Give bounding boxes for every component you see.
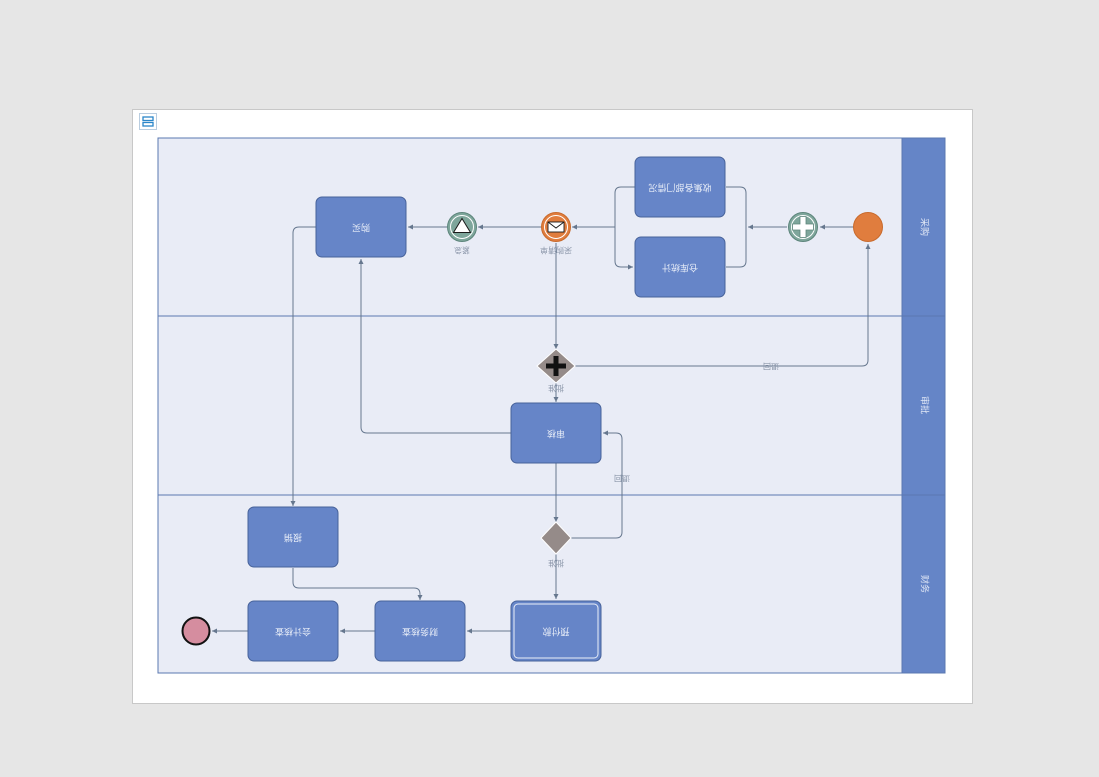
task-label: 财务核查 [402,626,438,638]
envelope-icon [547,221,565,233]
event-label-urgent: 紧急 [454,246,470,256]
plus-icon [792,216,814,238]
page-layout-icon[interactable] [139,113,157,130]
lane-label-mid: 审批 [919,396,931,414]
event-label-purchase-list: 采购清单 [540,246,572,256]
task-label: 购买 [352,222,370,234]
edge-return-bottom[interactable] [571,430,623,539]
message-event[interactable] [541,212,571,242]
edge-label-return-bottom: 退回 [614,474,630,483]
edge-return-top[interactable] [575,244,871,367]
task-accounting-check[interactable]: 会计核查 [247,600,339,662]
edge-review-to-purchase[interactable] [358,259,511,434]
edge-label-approve-mid: 批准 [548,384,564,394]
lane-header-bottom[interactable] [901,494,946,674]
triangle-icon [452,217,472,233]
task-purchase[interactable]: 购买 [315,196,407,258]
parallel-gateway[interactable] [536,348,576,384]
task-review[interactable]: 审核 [510,402,602,464]
task-label: 审核 [547,428,565,440]
task-collect-dept[interactable]: 收集各部门情况 [634,156,726,218]
edge-reimburse-to-finance[interactable] [292,568,423,600]
task-label: 会计核查 [275,626,311,638]
start-event[interactable] [853,212,883,242]
exclusive-gateway[interactable] [540,521,572,555]
parallel-gateway-event[interactable] [788,212,818,242]
edge-branch-merge-right [726,186,747,268]
task-label: 收集各部门情况 [648,182,711,194]
lane-label-top: 采购 [919,218,931,236]
task-reimburse[interactable]: 报销 [247,506,339,568]
task-label: 仓库统计 [662,262,698,274]
edge-label-return-top: 退回 [763,362,779,371]
task-label: 预付款 [542,626,569,638]
task-finance-check[interactable]: 财务核查 [374,600,466,662]
lane-label-bottom: 财务 [919,575,931,593]
edge-label-approve-bottom: 批准 [548,559,564,569]
lane-header-top[interactable] [901,137,946,317]
lane-header-mid[interactable] [901,315,946,496]
task-warehouse-stats[interactable]: 仓库统计 [634,236,726,298]
signal-event[interactable] [447,212,477,242]
task-label: 报销 [284,532,302,544]
task-prepay[interactable]: 预付款 [510,600,602,662]
edge-purchase-to-reimburse[interactable] [290,226,316,506]
end-event[interactable] [181,616,211,646]
plus-icon [546,356,566,376]
